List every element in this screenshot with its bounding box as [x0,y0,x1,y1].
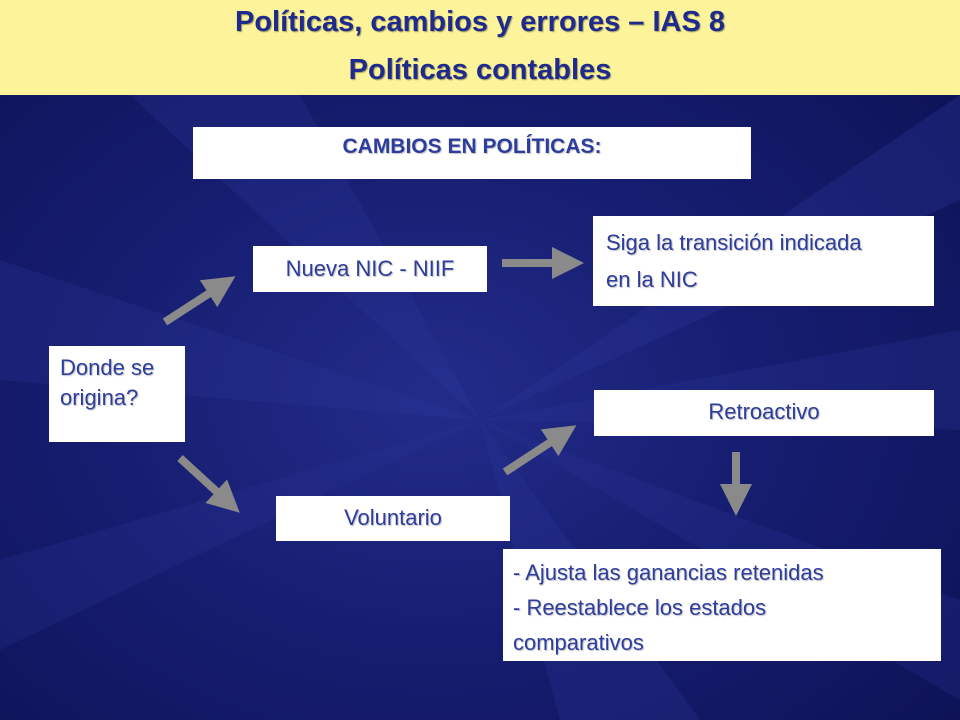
slide-header: Políticas, cambios y errores – IAS 8 Pol… [0,0,960,95]
heading-text: CAMBIOS EN POLÍTICAS: [342,135,602,158]
origin-line-1: Donde se [60,355,155,380]
effects-line-1: - Ajusta las ganancias retenidas [513,560,824,585]
retroactive-text: Retroactivo [708,399,820,424]
voluntary-text: Voluntario [344,505,442,530]
retroactive-box: Retroactivo [594,390,934,436]
effects-box: - Ajusta las ganancias retenidas - Reest… [503,549,941,661]
transition-line-2: en la NIC [606,267,698,292]
voluntary-box: Voluntario [276,496,510,541]
slide-subtitle: Políticas contables [348,54,612,86]
origin-line-2: origina? [60,385,139,410]
transition-box: Siga la transición indicada en la NIC [593,216,934,306]
effects-line-3: comparativos [513,630,644,655]
new-standard-text: Nueva NIC - NIIF [285,256,455,281]
effects-line-2: - Reestablece los estados [513,595,767,620]
heading-box: CAMBIOS EN POLÍTICAS: [193,127,751,179]
slide-title: Políticas, cambios y errores – IAS 8 [234,6,725,38]
new-standard-box: Nueva NIC - NIIF [253,246,487,292]
transition-line-1: Siga la transición indicada [606,230,862,255]
origin-box: Donde se origina? [49,346,185,442]
